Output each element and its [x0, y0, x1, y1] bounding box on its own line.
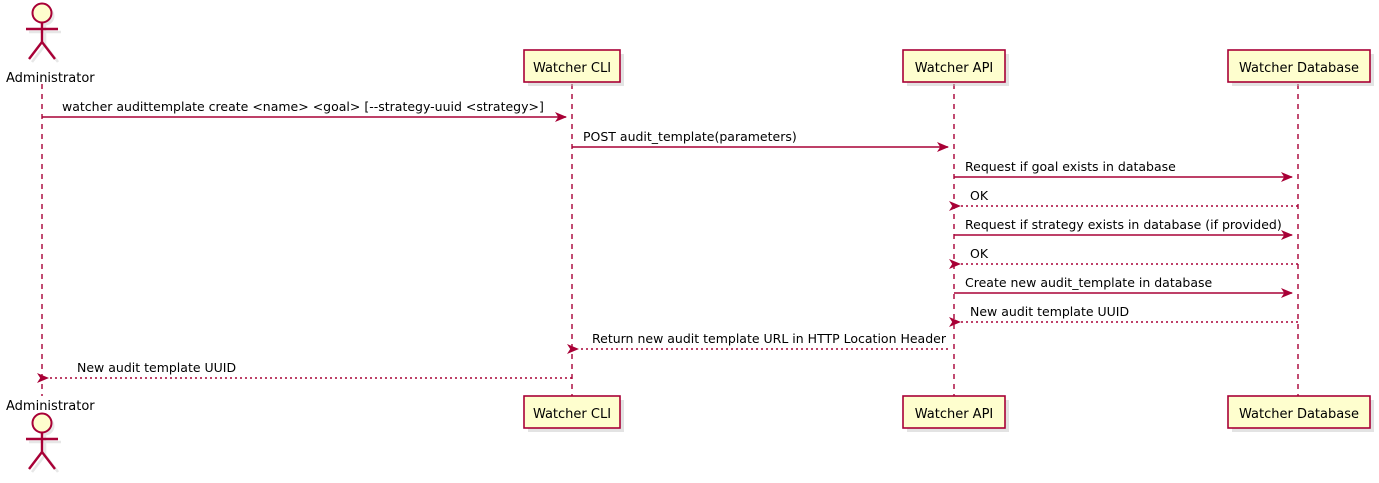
message-label: POST audit_template(parameters) [583, 129, 797, 144]
participant-box-watcher-api-top[interactable]: Watcher API [902, 49, 1009, 86]
message-3[interactable]: Request if goal exists in database [954, 159, 1293, 182]
participant-box-watcher-api-bottom[interactable]: Watcher API [902, 395, 1009, 432]
message-10[interactable]: New audit template UUID [37, 360, 572, 383]
message-2[interactable]: POST audit_template(parameters) [572, 129, 949, 152]
participant-box-watcher-database-top[interactable]: Watcher Database [1227, 49, 1374, 86]
actor-label-administrator-bottom: Administrator [6, 399, 95, 414]
box-body [1227, 49, 1371, 83]
participant-box-watcher-cli-top[interactable]: Watcher CLI [523, 49, 624, 86]
message-label: Return new audit template URL in HTTP Lo… [592, 331, 947, 346]
message-label: OK [970, 246, 989, 261]
participant-label-watcher-cli-bottom: Watcher CLI [533, 407, 611, 422]
participant-label-watcher-api-top: Watcher API [915, 61, 994, 76]
message-label: Create new audit_template in database [965, 275, 1212, 290]
actor-stick-figure-icon-bottom [26, 412, 58, 470]
message-label: New audit template UUID [77, 360, 236, 375]
message-label: Request if strategy exists in database (… [965, 217, 1282, 232]
actor-administrator-top[interactable]: Administrator [6, 2, 95, 87]
message-8[interactable]: New audit template UUID [949, 304, 1298, 327]
message-label: watcher audittemplate create <name> <goa… [62, 99, 544, 114]
box-body [523, 395, 621, 429]
participant-label-watcher-database-top: Watcher Database [1239, 61, 1359, 76]
box-body [902, 49, 1006, 83]
message-label: Request if goal exists in database [965, 159, 1176, 174]
message-5[interactable]: Request if strategy exists in database (… [954, 217, 1293, 240]
participant-label-watcher-cli-top: Watcher CLI [533, 61, 611, 76]
message-6[interactable]: OK [949, 246, 1298, 269]
actor-label-administrator-top: Administrator [6, 71, 95, 86]
participant-label-watcher-api-bottom: Watcher API [915, 407, 994, 422]
message-1[interactable]: watcher audittemplate create <name> <goa… [42, 99, 567, 122]
message-4[interactable]: OK [949, 188, 1298, 211]
message-7[interactable]: Create new audit_template in database [954, 275, 1293, 298]
participant-box-watcher-cli-bottom[interactable]: Watcher CLI [523, 395, 624, 432]
participant-label-watcher-database-bottom: Watcher Database [1239, 407, 1359, 422]
message-9[interactable]: Return new audit template URL in HTTP Lo… [567, 331, 948, 354]
actor-stick-figure-icon-fg [26, 2, 58, 60]
message-label: New audit template UUID [970, 304, 1129, 319]
box-body [902, 395, 1006, 429]
box-body [1227, 395, 1371, 429]
box-body [523, 49, 621, 83]
actor-administrator-bottom[interactable]: Administrator [6, 399, 95, 473]
message-label: OK [970, 188, 989, 203]
participant-box-watcher-database-bottom[interactable]: Watcher Database [1227, 395, 1374, 432]
